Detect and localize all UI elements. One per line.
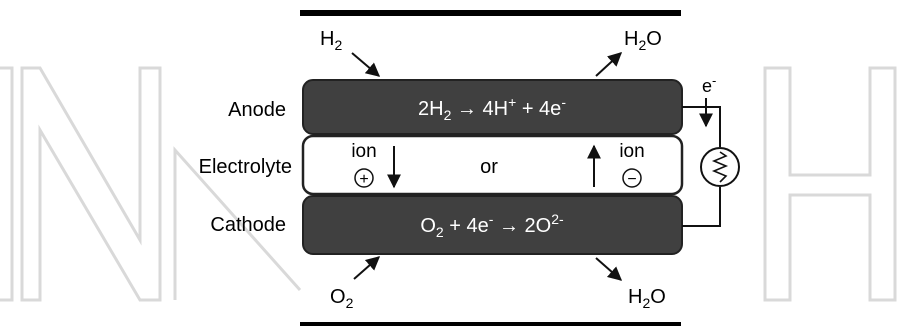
ion-left-label: ion: [351, 141, 376, 162]
negative-ion-sign: −: [627, 171, 636, 188]
o2-in-arrow: [353, 256, 381, 280]
load-resistor-icon: [700, 147, 740, 187]
positive-ion-icon: [354, 168, 374, 188]
resistor-zigzag: [711, 151, 729, 183]
electron-label: e-: [702, 73, 716, 96]
circuit-wire-bottom: [682, 187, 721, 227]
o2-in-label: O2: [330, 286, 354, 311]
anode-label: Anode: [228, 99, 286, 121]
positive-ion-sign: +: [359, 171, 368, 188]
h2o-top-arrow: [595, 52, 623, 77]
negative-ion-icon: [622, 168, 642, 188]
ion-right-label: ion: [619, 141, 644, 162]
cathode-reaction: O2 + 4e- → 2O2-: [420, 211, 564, 240]
or-label: or: [480, 156, 498, 178]
h2o-top-label: H2O: [624, 28, 662, 53]
electrolyte-label: Electrolyte: [199, 156, 292, 178]
h2-in-label: H2: [320, 28, 342, 53]
anode-reaction: 2H2 → 4H+ + 4e-: [418, 94, 566, 123]
h2o-bottom-label: H2O: [628, 286, 666, 311]
cathode-label: Cathode: [210, 214, 286, 236]
h2o-bottom-arrow: [595, 257, 623, 281]
circuit-wire-top: [682, 106, 721, 147]
h2-in-arrow: [351, 52, 381, 77]
watermark: [0, 66, 897, 302]
